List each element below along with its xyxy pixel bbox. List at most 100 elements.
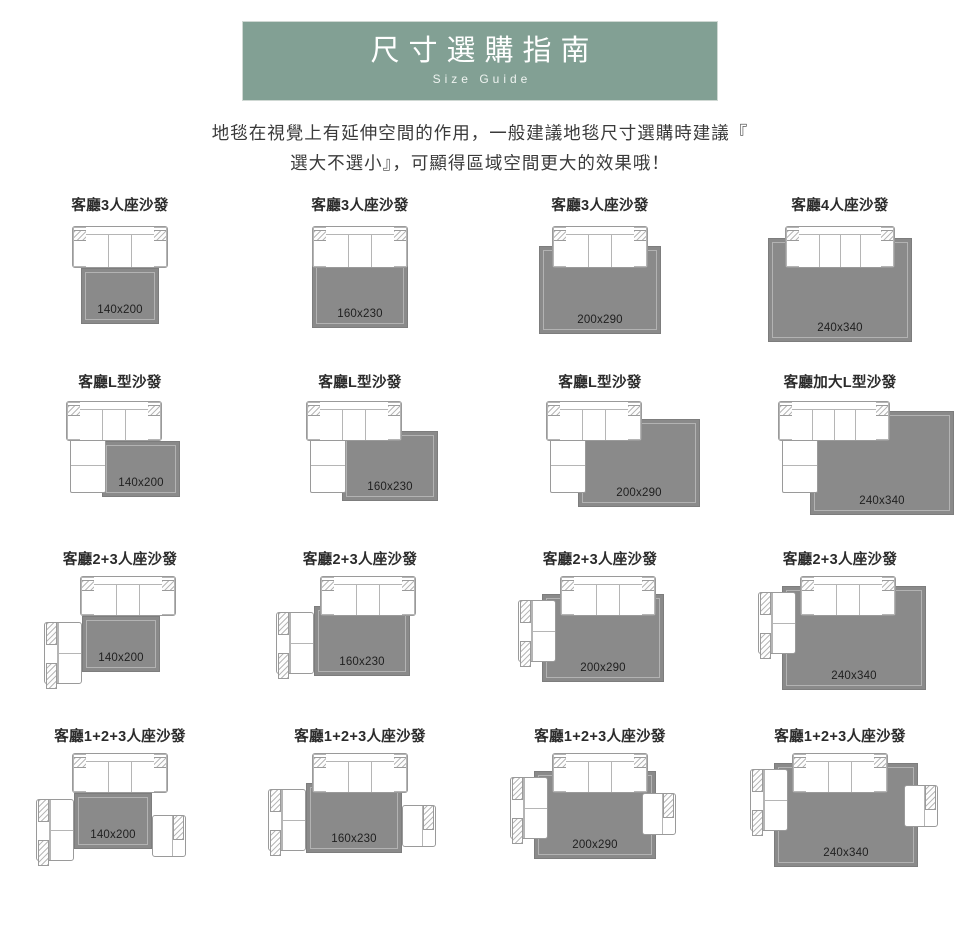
sofa-armrest-left [307,402,320,440]
sofa-armrest-left [793,754,806,792]
armrest-pillow [512,778,523,800]
armrest-pillow [278,653,289,679]
seat-cushions [290,613,313,673]
rug-size-label: 160x230 [337,308,383,320]
seat-cushions [320,409,388,440]
seat-cushion [380,585,402,615]
seat-cushion [620,585,642,615]
sofa-armrest-left [313,227,326,267]
header-banner-wrapper: 尺寸選購指南 Size Guide [0,0,960,101]
sofa-chaise [310,437,346,493]
seat-cushion [326,235,349,267]
seat-cushion [109,762,132,792]
rug-size-label: 200x290 [580,662,626,674]
sofa-armrest-right [148,402,161,440]
armrest-pillow [148,405,160,416]
seat-cushion [905,786,924,826]
armrest-pillow [562,580,574,591]
page-subtitle: Size Guide [432,72,532,87]
seat-cushion [643,794,662,834]
cell-title: 客廳L型沙發 [558,375,642,391]
seat-cushions [326,761,394,792]
cell-title: 客廳1+2+3人座沙發 [54,729,186,745]
sofa-two-seat-side [36,799,74,866]
seat-cushion [566,235,589,267]
seat-cushion [525,809,547,839]
diagram: 160x230 [240,216,480,371]
armrest-pillow [154,757,166,768]
sofa-chaise [782,437,818,493]
seat-cushion [820,235,841,267]
armrest-pillow [388,405,400,416]
armrest-pillow [752,810,763,836]
armrest-pillow [634,757,646,768]
sofa-armrest-left [321,577,334,615]
armrest-pillow [74,757,86,768]
sofa-two-seat-side [276,612,314,679]
sofa-three-seat [785,226,895,268]
rug: 160x230 [312,258,408,328]
sofa-armrest-left [277,613,290,673]
sofa-two-seat-side [268,789,306,856]
seat-cushions [792,409,876,440]
armrest-pillow [162,580,174,591]
seat-cushions [58,623,81,683]
seat-cushion [765,770,787,801]
armrest-pillow [154,230,166,241]
diagram: 240x340 [720,570,960,725]
seat-cushions [814,584,882,615]
chair-armrest [422,806,435,846]
rug-size-label: 200x290 [577,314,623,326]
cell-title: 客廳2+3人座沙發 [302,552,418,568]
seat-cushion [283,821,305,851]
chaise-divider [71,465,105,466]
seat-cushion [829,762,852,792]
sofa-two-seat-side [758,592,796,659]
seat-cushions [560,409,628,440]
armrest-pillow [780,405,792,416]
rug-size-label: 240x340 [859,495,905,507]
rug-size-label: 160x230 [367,481,413,493]
seat-cushion [792,410,814,440]
sofa-armrest-left [801,577,814,615]
seat-cushion [589,762,612,792]
seat-cushion [799,235,820,267]
sofa-three-seat [80,576,176,616]
seat-cushions [86,234,154,267]
sofa-armrest-left [81,577,94,615]
rug-size-label: 240x340 [823,847,869,859]
sofa-armrest-left [553,227,566,267]
seat-cushion [814,585,837,615]
seat-cushion [291,613,313,644]
sofa-two-seat-side [518,600,556,667]
sofa-armrest-left [73,227,86,267]
rug-size-label: 160x230 [331,833,377,845]
armrest-pillow [752,770,763,792]
armrest-pillow [802,580,814,591]
seat-cushion [589,235,612,267]
diagram: 160x230 [240,393,480,548]
sofa-armrest-right [882,577,895,615]
seat-cushions [799,234,881,267]
armrest-pillow [314,230,326,241]
cell-title: 客廳1+2+3人座沙發 [774,729,906,745]
seat-cushion [132,235,154,267]
sofa-l-shape [306,401,402,441]
armrest-pillow [760,633,771,659]
armchair-single [642,793,676,835]
seat-cushion [905,786,924,826]
seat-cushions [94,584,162,615]
diagram: 160x230 [240,747,480,902]
sofa-armrest-right [874,754,887,792]
seat-cushion [533,601,555,632]
